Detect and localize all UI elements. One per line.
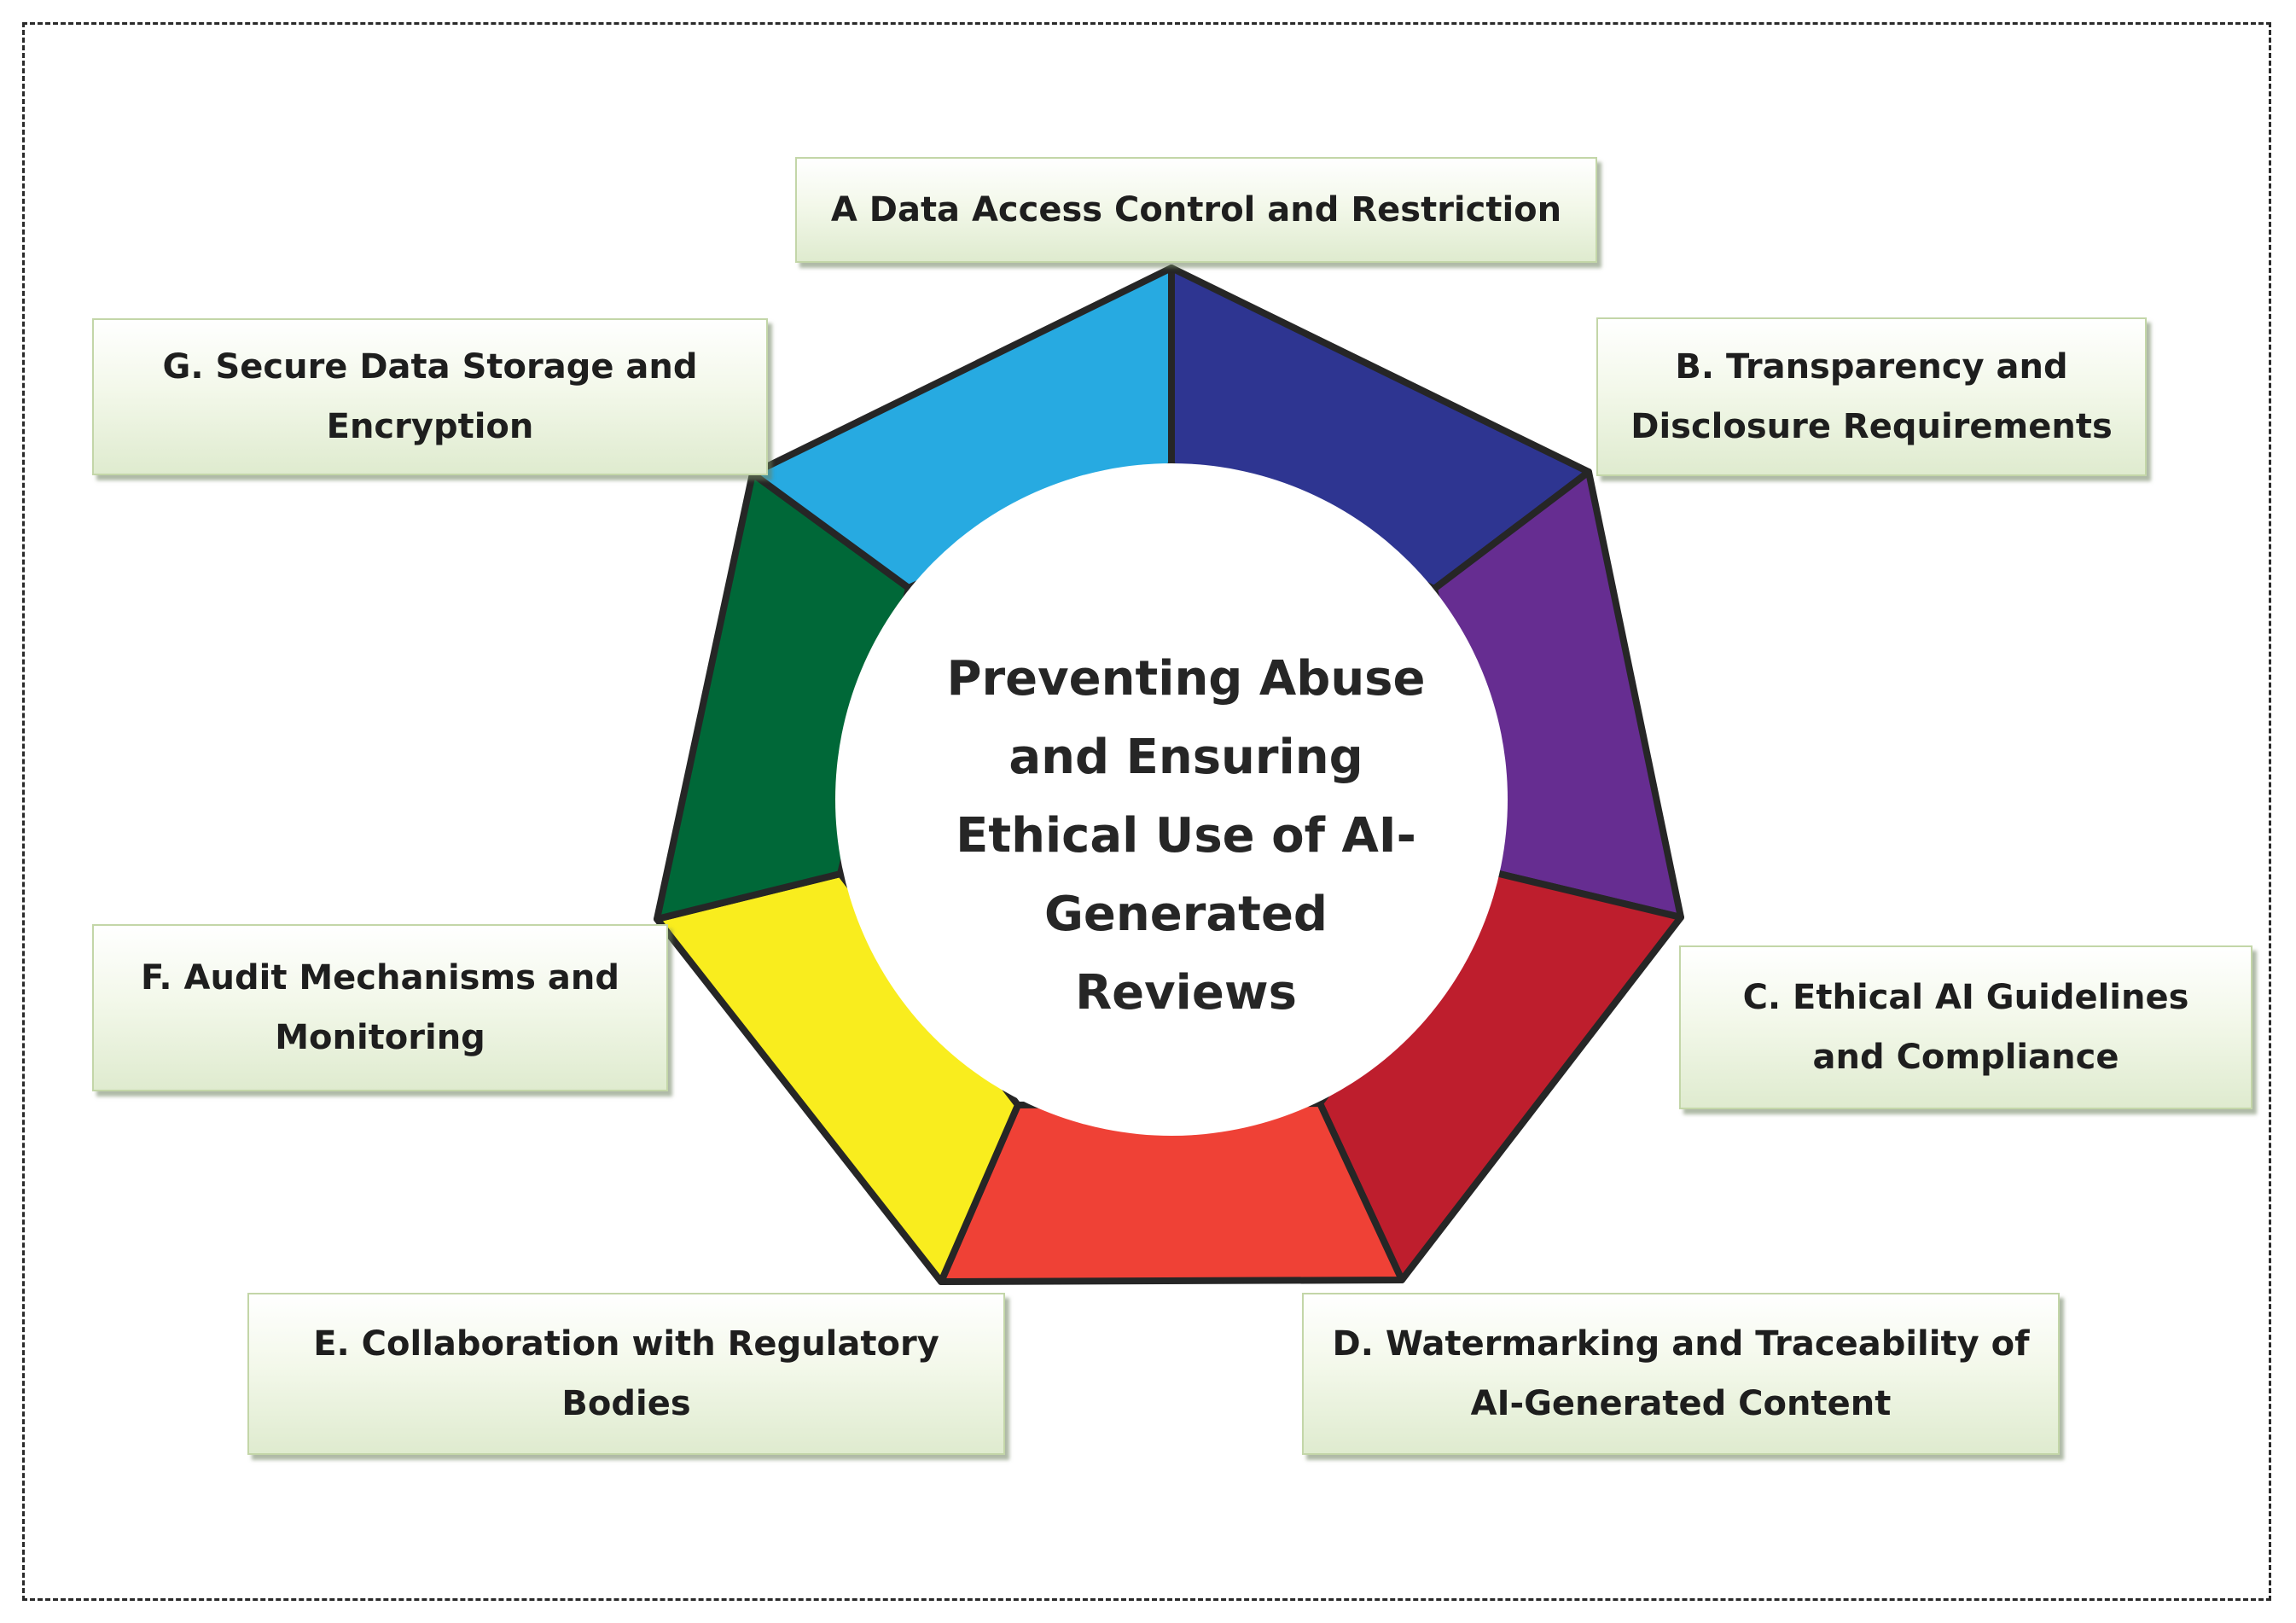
label-f-audit: F. Audit Mechanisms and Monitoring [92, 924, 668, 1091]
label-c-ethical-guidelines: C. Ethical AI Guidelines and Compliance [1679, 945, 2252, 1109]
label-g-secure-storage: G. Secure Data Storage and Encryption [92, 318, 768, 475]
label-d-watermarking: D. Watermarking and Traceability of AI-G… [1302, 1293, 2060, 1455]
center-title: Preventing Abuse and Ensuring Ethical Us… [946, 651, 1426, 1021]
label-b-transparency: B. Transparency and Disclosure Requireme… [1596, 317, 2147, 476]
dashed-border-frame [22, 22, 2271, 1601]
label-a-data-access: A Data Access Control and Restriction [795, 157, 1597, 263]
center-circle [835, 463, 1508, 1136]
label-e-collaboration: E. Collaboration with Regulatory Bodies [247, 1293, 1005, 1455]
